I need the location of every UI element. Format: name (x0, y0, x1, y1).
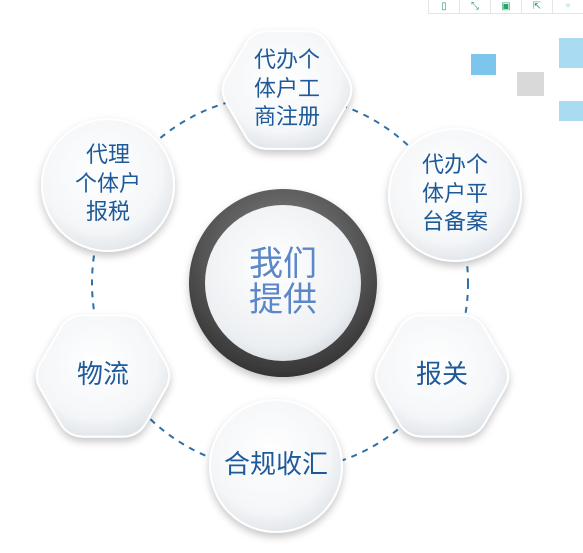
center-label: 我们 提供 (213, 233, 353, 333)
more-icon[interactable]: ◦ (552, 0, 583, 14)
save-icon[interactable]: ▣ (490, 0, 521, 14)
service-node-logistics (35, 314, 171, 438)
dashed-connector-ring (91, 94, 469, 472)
service-node-tax (41, 118, 175, 252)
center-disk (205, 205, 361, 361)
toolbar: ▯⤡▣⇱◦ (428, 0, 583, 14)
service-node-filing (388, 128, 522, 262)
decor-square-lightblue-2 (559, 101, 583, 121)
service-label-logistics: 物流 (76, 360, 129, 391)
service-label-register: 代办个 体户工 商注册 (253, 48, 320, 131)
service-node-exchange (209, 399, 343, 533)
service-label-tax: 代理 个体户 报税 (74, 143, 141, 226)
service-label-exchange: 合规收汇 (223, 450, 328, 481)
service-node-register (221, 30, 353, 150)
decor-square-lightblue-1 (559, 38, 583, 68)
decor-square-gray (517, 72, 544, 96)
export-icon[interactable]: ⇱ (521, 0, 552, 14)
service-label-customs: 报关 (415, 360, 468, 391)
center-line-1: 我们 (249, 244, 317, 285)
decor-square-blue (471, 54, 496, 75)
page-icon[interactable]: ▯ (428, 0, 459, 14)
resize-icon[interactable]: ⤡ (459, 0, 490, 14)
service-label-filing: 代办个 体户平 台备案 (421, 153, 488, 236)
service-node-customs (374, 314, 510, 438)
center-line-2: 提供 (249, 280, 317, 320)
